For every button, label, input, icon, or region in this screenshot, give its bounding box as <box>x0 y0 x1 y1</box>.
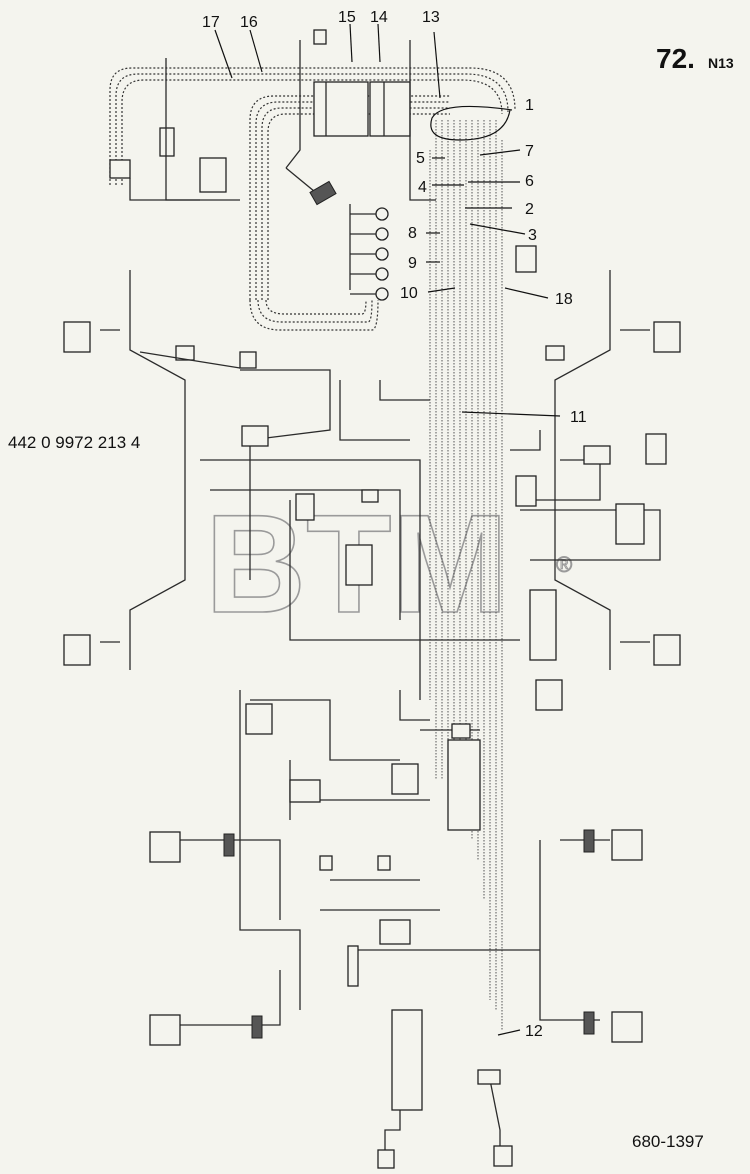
coupling-head-bottom-left <box>377 1149 395 1169</box>
air-reservoir-14 <box>369 81 411 137</box>
brake-chamber-rr2 <box>611 1011 643 1043</box>
brake-chamber-lf2 <box>63 634 91 666</box>
callout-9: 9 <box>408 255 417 272</box>
main-harness-trunk <box>409 40 503 1030</box>
callout-14: 14 <box>370 9 388 26</box>
page-section: N13 <box>708 55 734 71</box>
brake-chamber-rf2 <box>653 634 681 666</box>
callout-3: 3 <box>528 227 537 244</box>
brake-chamber-lr2 <box>149 1014 181 1046</box>
air-reservoir-15 <box>313 81 369 137</box>
callout-18: 18 <box>555 291 573 308</box>
air-tank-bottom <box>391 1009 423 1111</box>
callout-10: 10 <box>400 285 418 302</box>
control-module <box>345 544 373 586</box>
callout-6: 6 <box>525 173 534 190</box>
brake-chamber-lf1 <box>63 321 91 353</box>
callout-8: 8 <box>408 225 417 242</box>
brake-chamber-rf1 <box>653 321 681 353</box>
coil-element <box>515 245 537 273</box>
bottom-couplings <box>377 1069 513 1169</box>
page-identifier: 72. N13 <box>656 43 734 74</box>
valve-lower-left <box>245 703 273 735</box>
callout-16: 16 <box>240 14 258 31</box>
sensor-top <box>313 29 327 45</box>
lower-central <box>239 679 563 1111</box>
coupling-head-bottom-right <box>493 1145 513 1167</box>
callout-17: 17 <box>202 14 220 31</box>
callout-labels: 1 2 3 4 5 6 7 8 9 10 11 12 13 14 15 16 1… <box>202 9 587 1040</box>
callout-13: 13 <box>422 9 440 26</box>
right-front-brakes <box>545 270 681 670</box>
coupling-head <box>309 180 337 206</box>
callout-15: 15 <box>338 9 356 26</box>
connector-block <box>109 159 131 179</box>
callout-2: 2 <box>525 201 534 218</box>
middle-routing <box>200 369 667 700</box>
callout-5: 5 <box>416 150 425 167</box>
reservoir-right-mid <box>529 589 557 661</box>
drawing-number: 680-1397 <box>632 1132 704 1151</box>
callout-11: 11 <box>570 409 587 426</box>
compressor <box>379 919 411 945</box>
rear-brakes <box>149 829 643 1046</box>
air-tank-center <box>447 739 481 831</box>
terminal-block <box>615 503 645 545</box>
watermark: BTM ® <box>204 484 573 643</box>
page-number: 72. <box>656 43 695 74</box>
callout-1: 1 <box>525 97 534 114</box>
callout-4: 4 <box>418 179 427 196</box>
pressure-switch <box>159 127 175 157</box>
callout-leaders <box>214 23 561 1036</box>
top-left-valve-group <box>109 29 337 206</box>
watermark-registered-mark: ® <box>556 552 572 577</box>
brake-chamber-rr1 <box>611 829 643 861</box>
part-number: 442 0 9972 213 4 <box>8 433 140 452</box>
relay-valve <box>199 157 227 193</box>
callout-7: 7 <box>525 143 534 160</box>
upper-harness-bundle <box>109 67 516 331</box>
brake-chamber-lr1 <box>149 831 181 863</box>
connector-strip <box>349 204 537 301</box>
left-front-brakes <box>63 270 257 670</box>
callout-12: 12 <box>525 1023 543 1040</box>
upper-reservoirs <box>313 81 411 137</box>
valve-mid-left <box>241 425 269 447</box>
